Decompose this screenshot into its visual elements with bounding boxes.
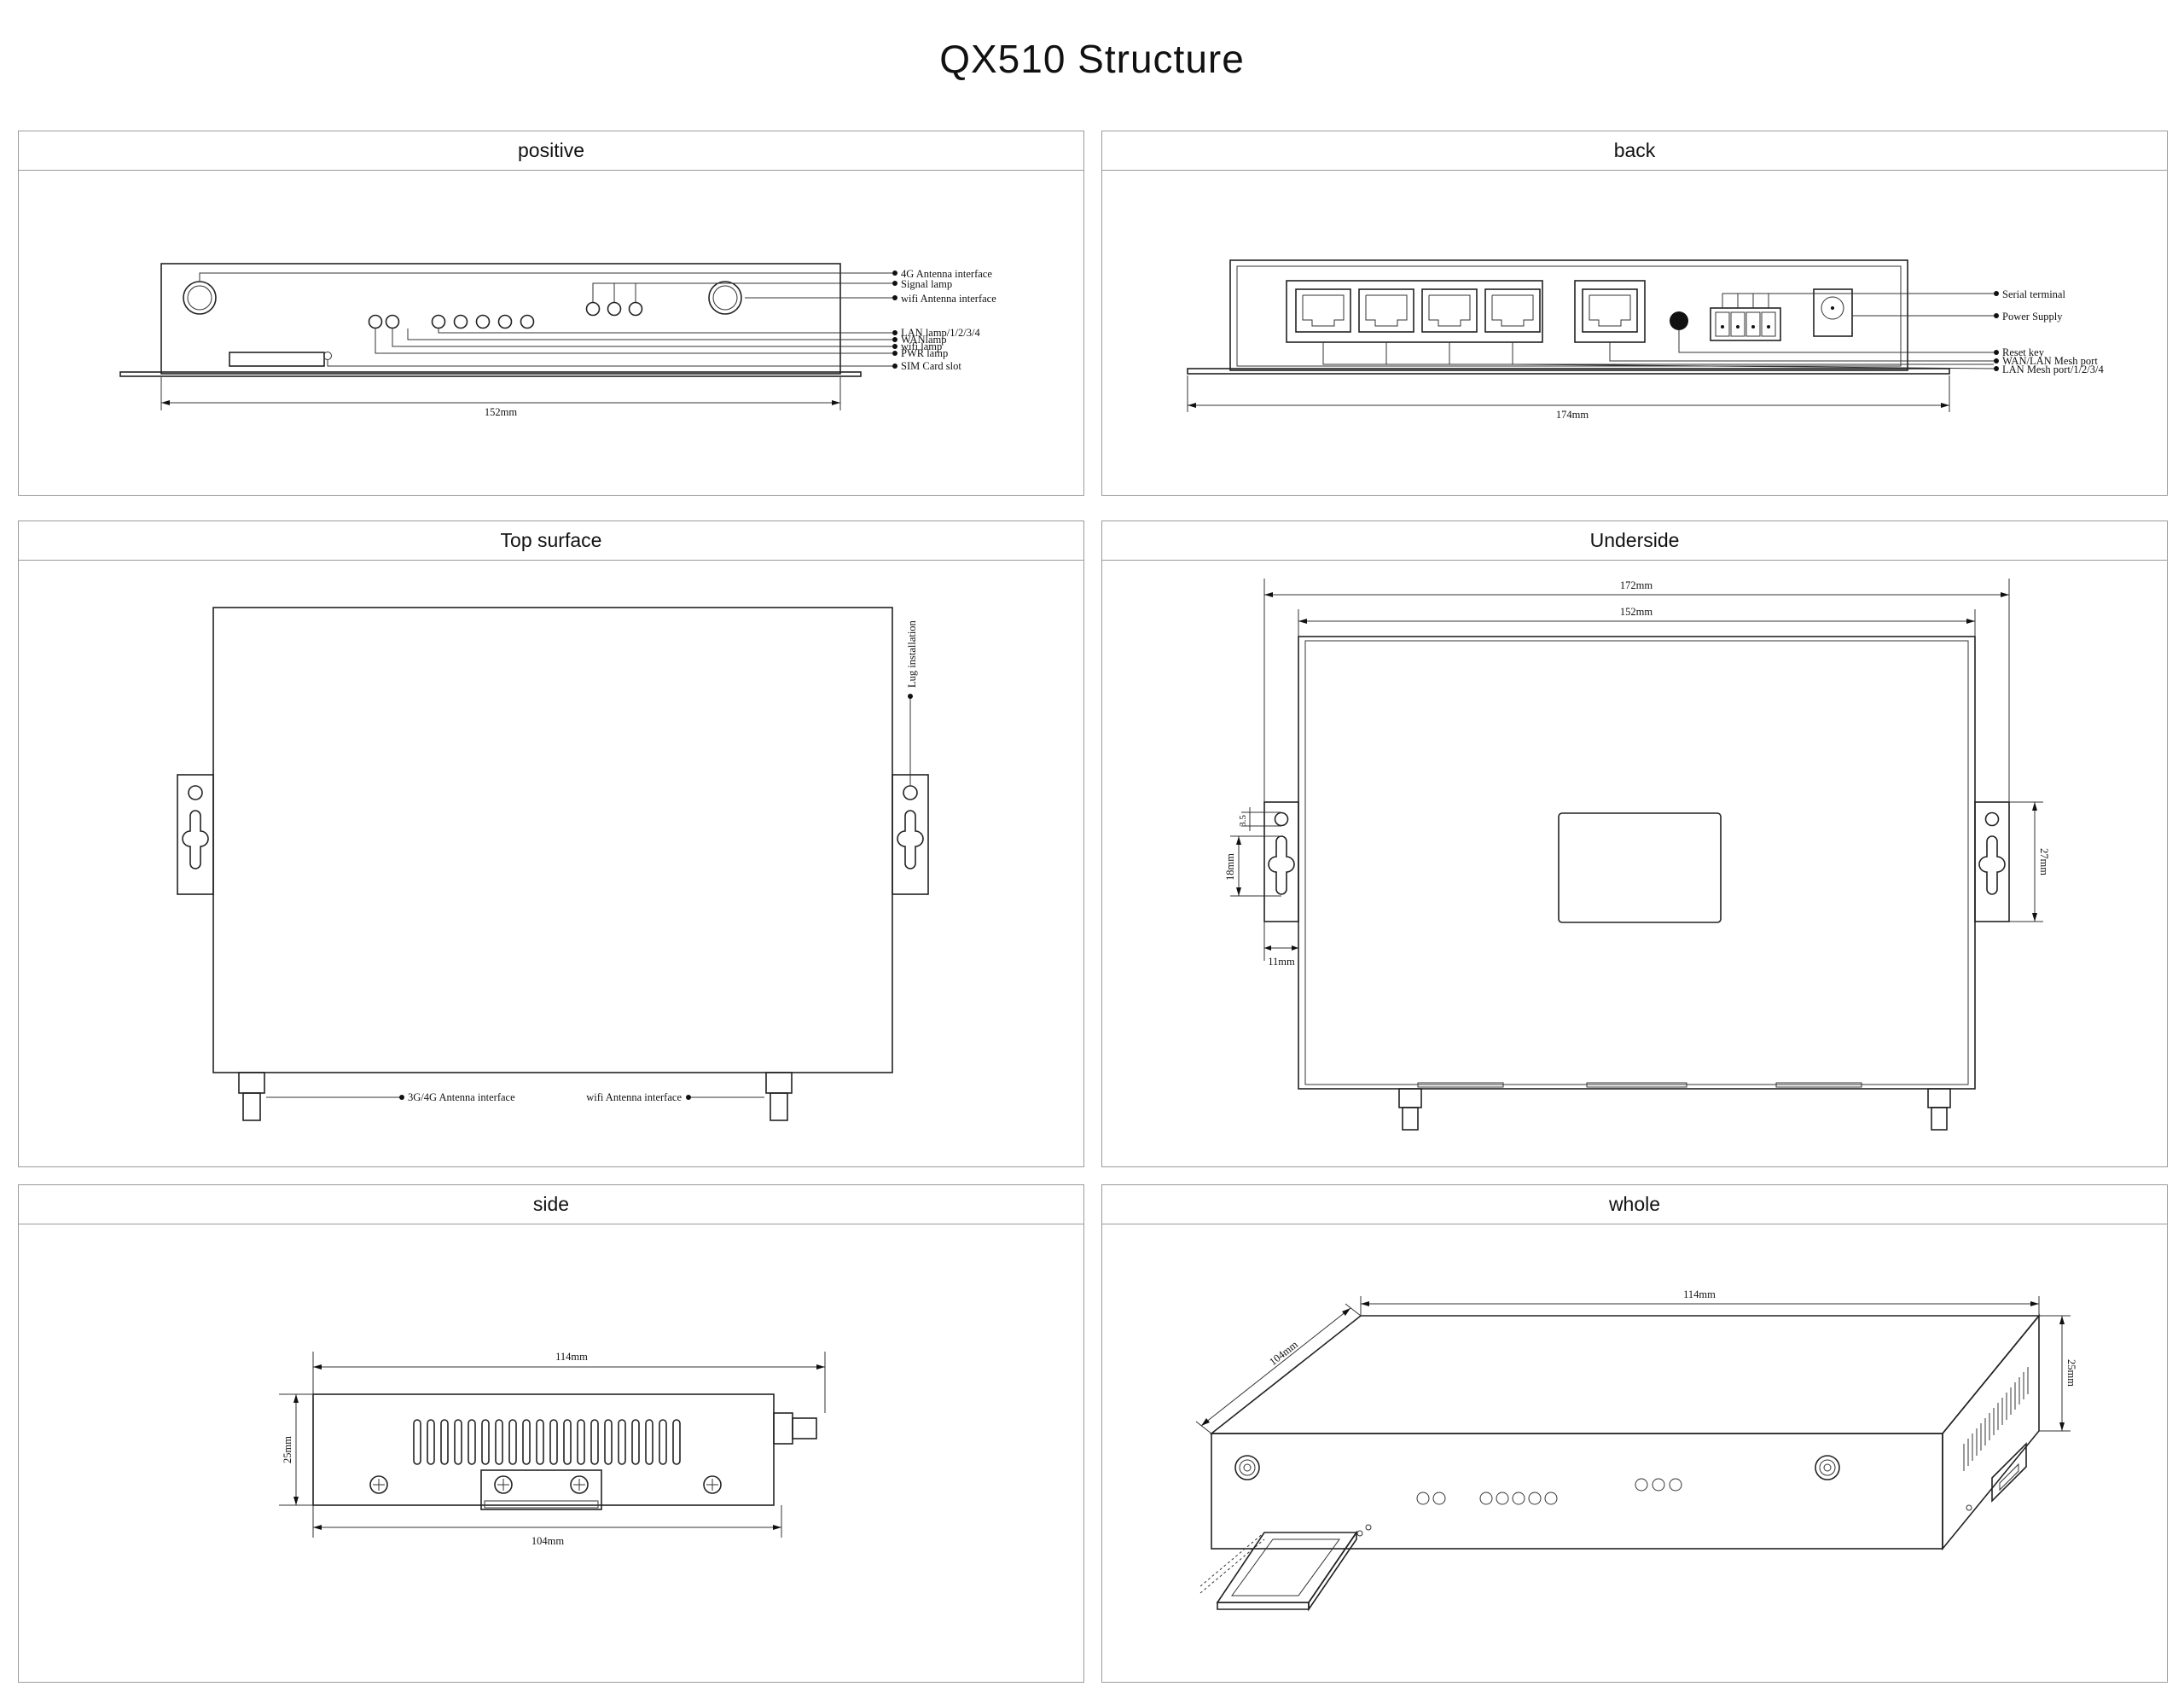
antenna-connector-icon xyxy=(1398,1088,1422,1131)
mounting-lug xyxy=(480,1469,602,1510)
antenna-connector-icon xyxy=(1927,1088,1951,1131)
power-supply-jack xyxy=(1813,288,1853,337)
lan-ports-block xyxy=(1286,280,1543,343)
ethernet-port-icon xyxy=(1295,288,1351,333)
mounting-lug-left xyxy=(177,774,214,895)
label-serial-terminal: Serial terminal xyxy=(2002,288,2065,300)
side-view-diagram: 114mm 104mm 25mm xyxy=(279,1351,826,1547)
dim-length: 114mm xyxy=(1683,1288,1716,1300)
router-side-face xyxy=(1942,1313,2040,1551)
dim-width: 152mm xyxy=(485,406,517,418)
label-4g-antenna: 4G Antenna interface xyxy=(901,268,992,280)
antenna-connector-icon xyxy=(1815,1455,1840,1480)
dim-body-width: 152mm xyxy=(1620,606,1653,618)
label-3g4g-antenna: 3G/4G Antenna interface xyxy=(408,1091,515,1103)
label-sim-slot: SIM Card slot xyxy=(901,360,961,372)
panel-whole: whole xyxy=(1101,1184,2168,1683)
dim-width: 174mm xyxy=(1556,409,1589,421)
label-wifi-lamp: wifi lamp xyxy=(901,340,942,352)
router-front-face xyxy=(1211,1433,1943,1550)
dim-top-length: 114mm xyxy=(555,1351,588,1363)
antenna-connector-icon xyxy=(238,1072,265,1121)
panel-top-surface: Top surface Lug installation 3G/4G xyxy=(18,521,1084,1167)
panel-header: side xyxy=(19,1185,1083,1224)
underside-view-diagram: 172mm 152mm 3.5 18mm 27mm 11mm xyxy=(1224,579,2050,1131)
label-pwr-lamp: PWR lamp xyxy=(901,347,948,359)
dim-height: 25mm xyxy=(282,1436,293,1463)
router-top-body xyxy=(212,607,893,1073)
router-front-body xyxy=(160,263,841,375)
label-wan-lamp: WANlamp xyxy=(901,334,946,346)
sim-card-icon xyxy=(1199,1530,1358,1612)
dim-total-width: 172mm xyxy=(1620,579,1653,591)
router-back-body xyxy=(1229,259,1908,371)
mounting-lug-right xyxy=(892,774,929,895)
dim-hole: 3.5 xyxy=(1238,815,1248,827)
page-title: QX510 Structure xyxy=(939,37,1245,81)
ethernet-port-icon xyxy=(1421,288,1478,333)
label-wifi-antenna: wifi Antenna interface xyxy=(586,1091,682,1103)
ventilation-slots xyxy=(413,1419,681,1465)
mounting-lug-left xyxy=(1263,801,1299,922)
panel-header: whole xyxy=(1102,1185,2167,1224)
dim-bottom-length: 104mm xyxy=(531,1535,564,1547)
label-lan-lamp: LAN lamp/1/2/3/4 xyxy=(901,327,980,339)
panel-header: Underside xyxy=(1102,521,2167,561)
positive-view-diagram: 4G Antenna interface Signal lamp wifi An… xyxy=(119,263,996,418)
panel-header: back xyxy=(1102,131,2167,171)
ethernet-port-icon xyxy=(1358,288,1414,333)
dim-lug-width: 11mm xyxy=(1268,956,1295,968)
antenna-connector-icon xyxy=(765,1072,793,1121)
screw-icon xyxy=(494,1475,513,1494)
panel-side: side 114m xyxy=(18,1184,1084,1683)
label-plate xyxy=(1558,812,1722,923)
ethernet-port-icon xyxy=(1582,288,1638,333)
panel-positive: positive xyxy=(18,131,1084,496)
ventilation-slots xyxy=(1963,1367,2029,1471)
antenna-connector-icon xyxy=(1234,1455,1260,1480)
indicator-lamps xyxy=(1416,1478,1682,1505)
label-power-supply: Power Supply xyxy=(2002,311,2063,323)
router-top-face xyxy=(1209,1315,2041,1434)
label-lug-installation: Lug installation xyxy=(906,619,918,688)
reset-key xyxy=(1670,311,1688,330)
label-reset-key: Reset key xyxy=(2002,346,2045,358)
top-view-diagram: Lug installation 3G/4G Antenna interface… xyxy=(177,607,929,1121)
router-underside-body xyxy=(1298,636,1976,1090)
dim-lug-height: 27mm xyxy=(2038,848,2050,875)
screw-icon xyxy=(369,1475,388,1494)
ethernet-port-icon xyxy=(1484,288,1541,333)
mounting-lug xyxy=(1991,1442,2027,1503)
sim-card-slot xyxy=(229,352,325,367)
dim-height: 25mm xyxy=(2065,1359,2077,1387)
panel-header: positive xyxy=(19,131,1083,171)
label-signal-lamp: Signal lamp xyxy=(901,278,952,290)
wifi-lamp xyxy=(385,314,400,329)
lan-lamps xyxy=(431,314,535,329)
label-wifi-antenna: wifi Antenna interface xyxy=(901,293,996,305)
router-side-body xyxy=(312,1393,775,1506)
antenna-connector-icon xyxy=(183,281,217,315)
isometric-view-diagram: 114mm 104mm 25mm xyxy=(1195,1288,2077,1612)
panel-underside: Underside 17 xyxy=(1101,521,2168,1167)
panel-back: back xyxy=(1101,131,2168,496)
label-wan-lan-port: WAN/LAN Mesh port xyxy=(2002,355,2098,367)
pwr-lamp xyxy=(368,314,383,329)
screw-icon xyxy=(570,1475,589,1494)
signal-lamps xyxy=(585,301,643,317)
serial-terminal xyxy=(1710,307,1781,341)
antenna-connector-icon xyxy=(773,1412,817,1445)
mounting-lug-right xyxy=(1974,801,2010,922)
label-lan-mesh-port: LAN Mesh port/1/2/3/4 xyxy=(2002,363,2104,375)
dim-slot: 18mm xyxy=(1224,853,1236,881)
back-view-diagram: Serial terminal Power Supply Reset key W… xyxy=(1187,259,2104,421)
dim-depth: 104mm xyxy=(1267,1338,1300,1368)
panel-header: Top surface xyxy=(19,521,1083,561)
antenna-connector-icon xyxy=(708,281,742,315)
screw-icon xyxy=(703,1475,722,1494)
